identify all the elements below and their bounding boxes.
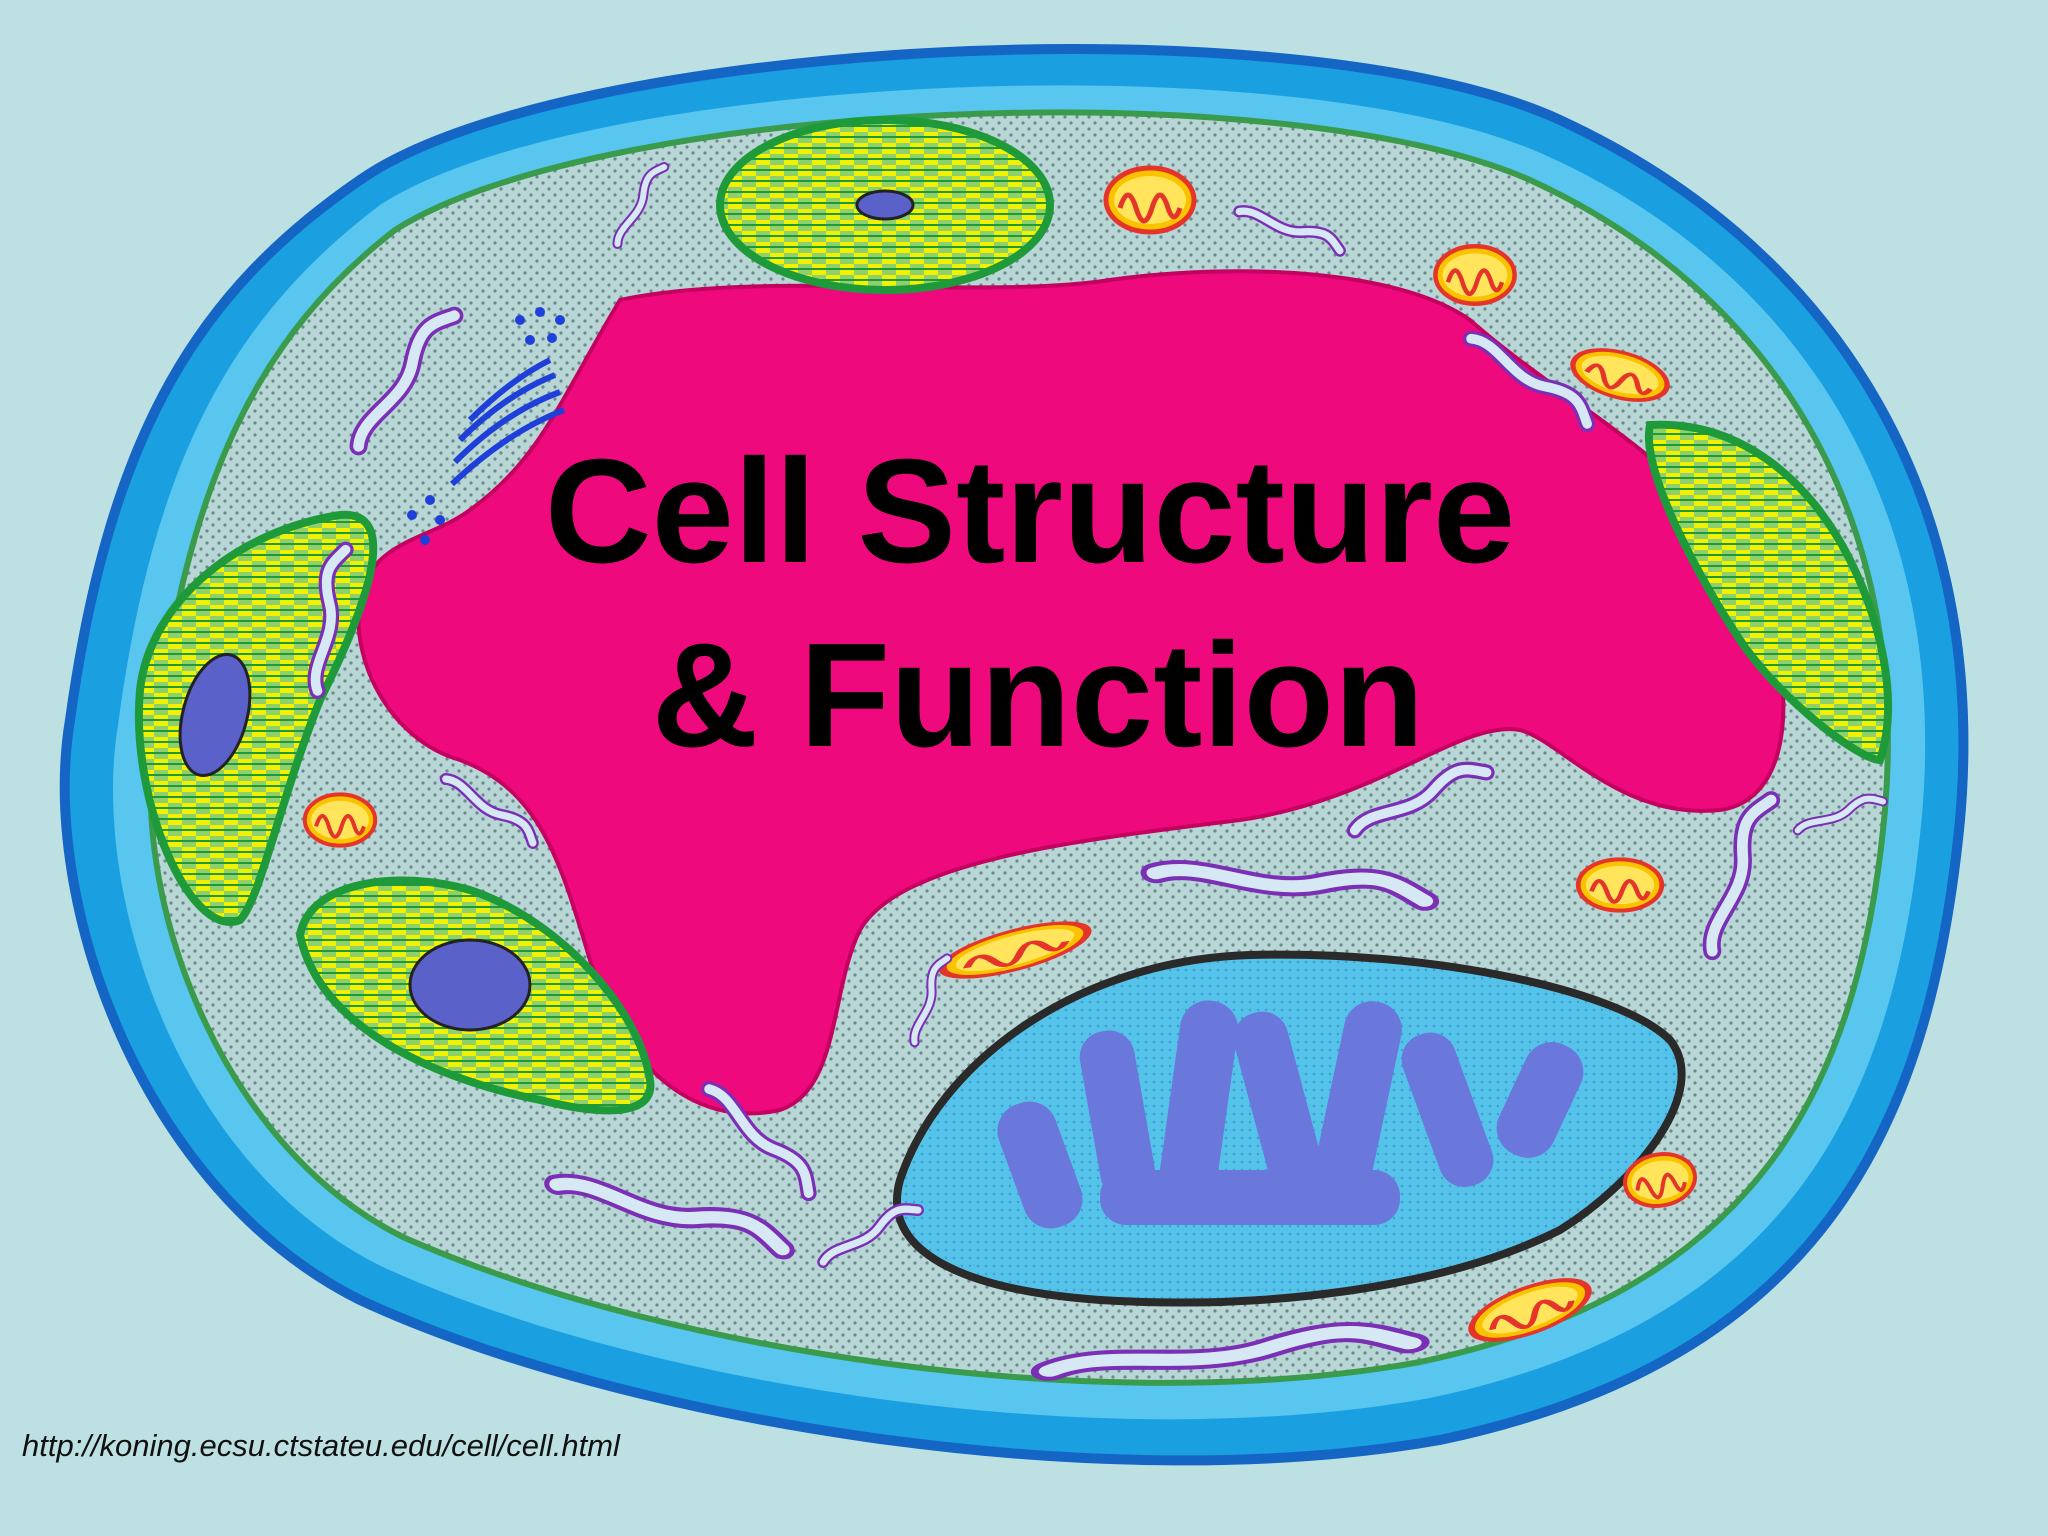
chloroplast-right xyxy=(1644,420,1893,765)
chloroplast-top xyxy=(716,116,1054,294)
title-line-1: Cell Structure xyxy=(544,429,1516,594)
title-line-2: & Function xyxy=(651,613,1425,778)
central-vacuole xyxy=(356,269,1786,1116)
nucleus xyxy=(892,950,1686,1307)
chloroplast-bottom-left xyxy=(295,876,655,1115)
chloroplast-left xyxy=(134,510,378,926)
source-url: http://koning.ecsu.ctstateu.edu/cell/cel… xyxy=(22,1428,620,1463)
golgi-apparatus xyxy=(407,307,566,545)
